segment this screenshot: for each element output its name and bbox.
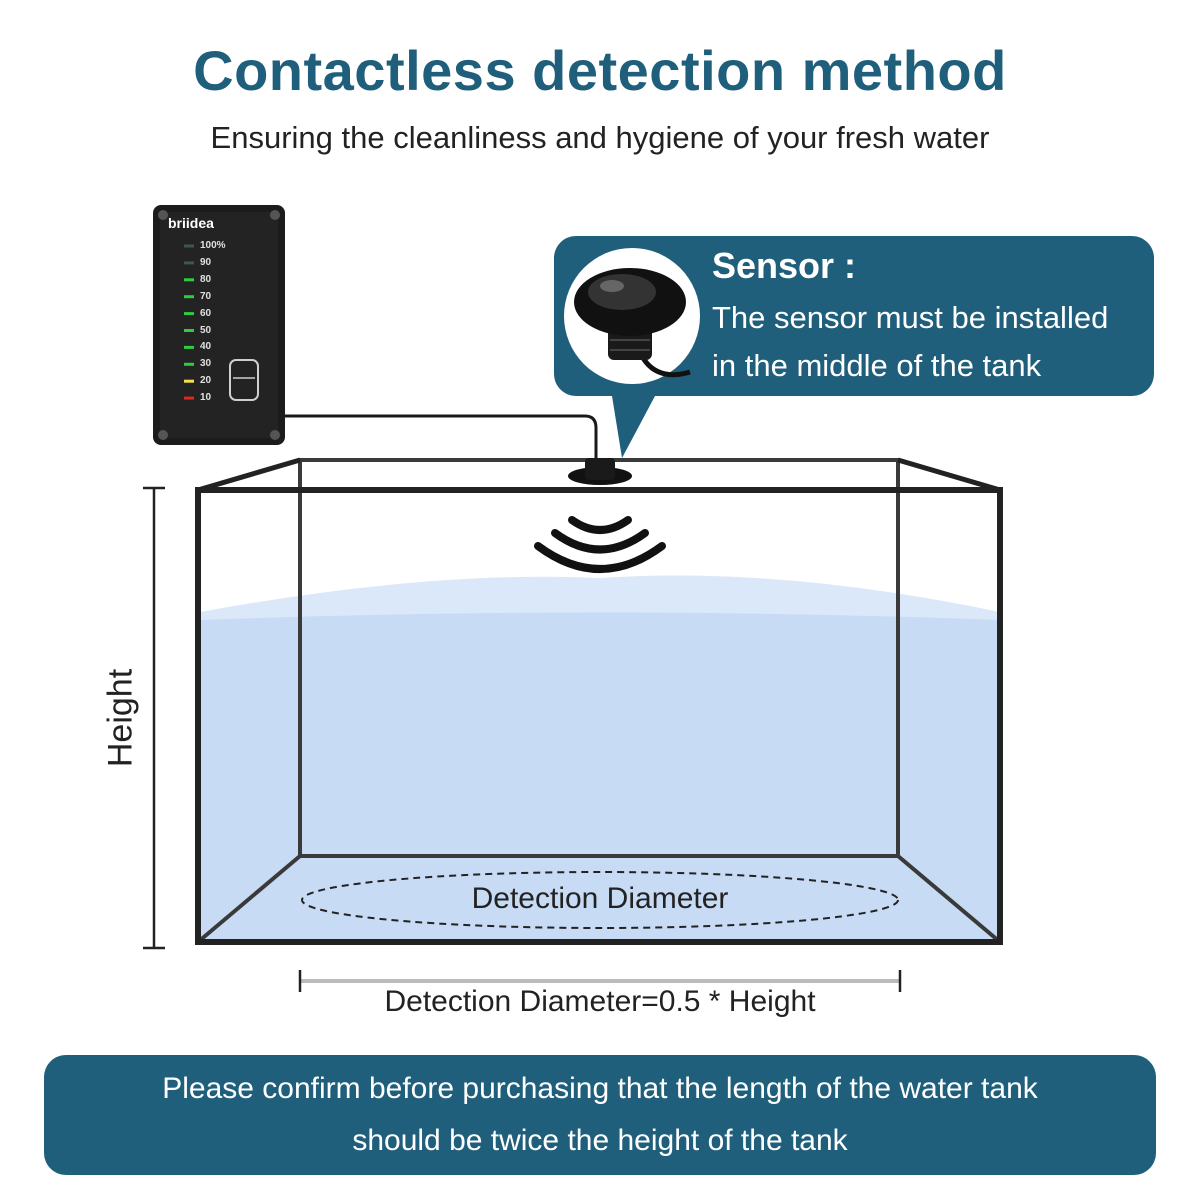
level-led bbox=[184, 244, 194, 248]
sensor-photo bbox=[564, 248, 700, 384]
sensor-mount bbox=[568, 458, 632, 485]
purchase-note-line2: should be twice the height of the tank bbox=[352, 1124, 848, 1157]
level-led bbox=[184, 329, 194, 332]
page-title: Contactless detection method bbox=[193, 39, 1007, 102]
sensor-cable bbox=[285, 414, 598, 460]
sensor-callout-text: The sensor must be installed in the midd… bbox=[712, 294, 1152, 390]
height-label: Height bbox=[101, 668, 140, 768]
level-led-group bbox=[184, 244, 194, 400]
detection-area-ellipse bbox=[301, 871, 899, 929]
detection-formula: Detection Diameter=0.5 * Height bbox=[384, 985, 816, 1018]
level-label: 60 bbox=[200, 307, 212, 319]
signal-waves bbox=[534, 516, 666, 573]
level-label: 50 bbox=[200, 324, 212, 336]
level-led bbox=[184, 278, 194, 282]
level-label: 40 bbox=[200, 341, 212, 353]
monitor-brand: briidea bbox=[168, 215, 214, 231]
level-led bbox=[184, 362, 194, 366]
level-label: 30 bbox=[200, 358, 212, 370]
sensor-callout-line1: The sensor must be installed bbox=[712, 300, 1109, 335]
sensor-callout-line2: in the middle of the tank bbox=[712, 348, 1042, 383]
height-dimension-line bbox=[143, 486, 165, 950]
level-led bbox=[184, 396, 194, 400]
level-led bbox=[184, 261, 194, 265]
level-label: 70 bbox=[200, 290, 212, 302]
sensor-callout-bubble bbox=[554, 236, 1154, 458]
diameter-dimension-line bbox=[298, 970, 902, 992]
purchase-note-line1: Please confirm before purchasing that th… bbox=[162, 1072, 1038, 1105]
level-led bbox=[184, 312, 194, 316]
detection-diameter-label: Detection Diameter bbox=[471, 882, 729, 915]
purchase-note-banner: Please confirm before purchasing that th… bbox=[44, 1055, 1156, 1175]
level-led bbox=[184, 379, 194, 383]
level-monitor-device bbox=[153, 205, 285, 445]
level-label: 80 bbox=[200, 273, 212, 285]
level-led bbox=[184, 295, 194, 299]
sensor-callout-title: Sensor : bbox=[712, 245, 857, 286]
page-subtitle: Ensuring the cleanliness and hygiene of … bbox=[210, 120, 990, 155]
water-body bbox=[200, 612, 1000, 942]
level-label: 10 bbox=[200, 392, 212, 404]
level-label: 90 bbox=[200, 256, 212, 268]
level-label: 20 bbox=[200, 375, 212, 387]
level-label: 100% bbox=[200, 240, 226, 251]
level-led bbox=[184, 345, 194, 349]
